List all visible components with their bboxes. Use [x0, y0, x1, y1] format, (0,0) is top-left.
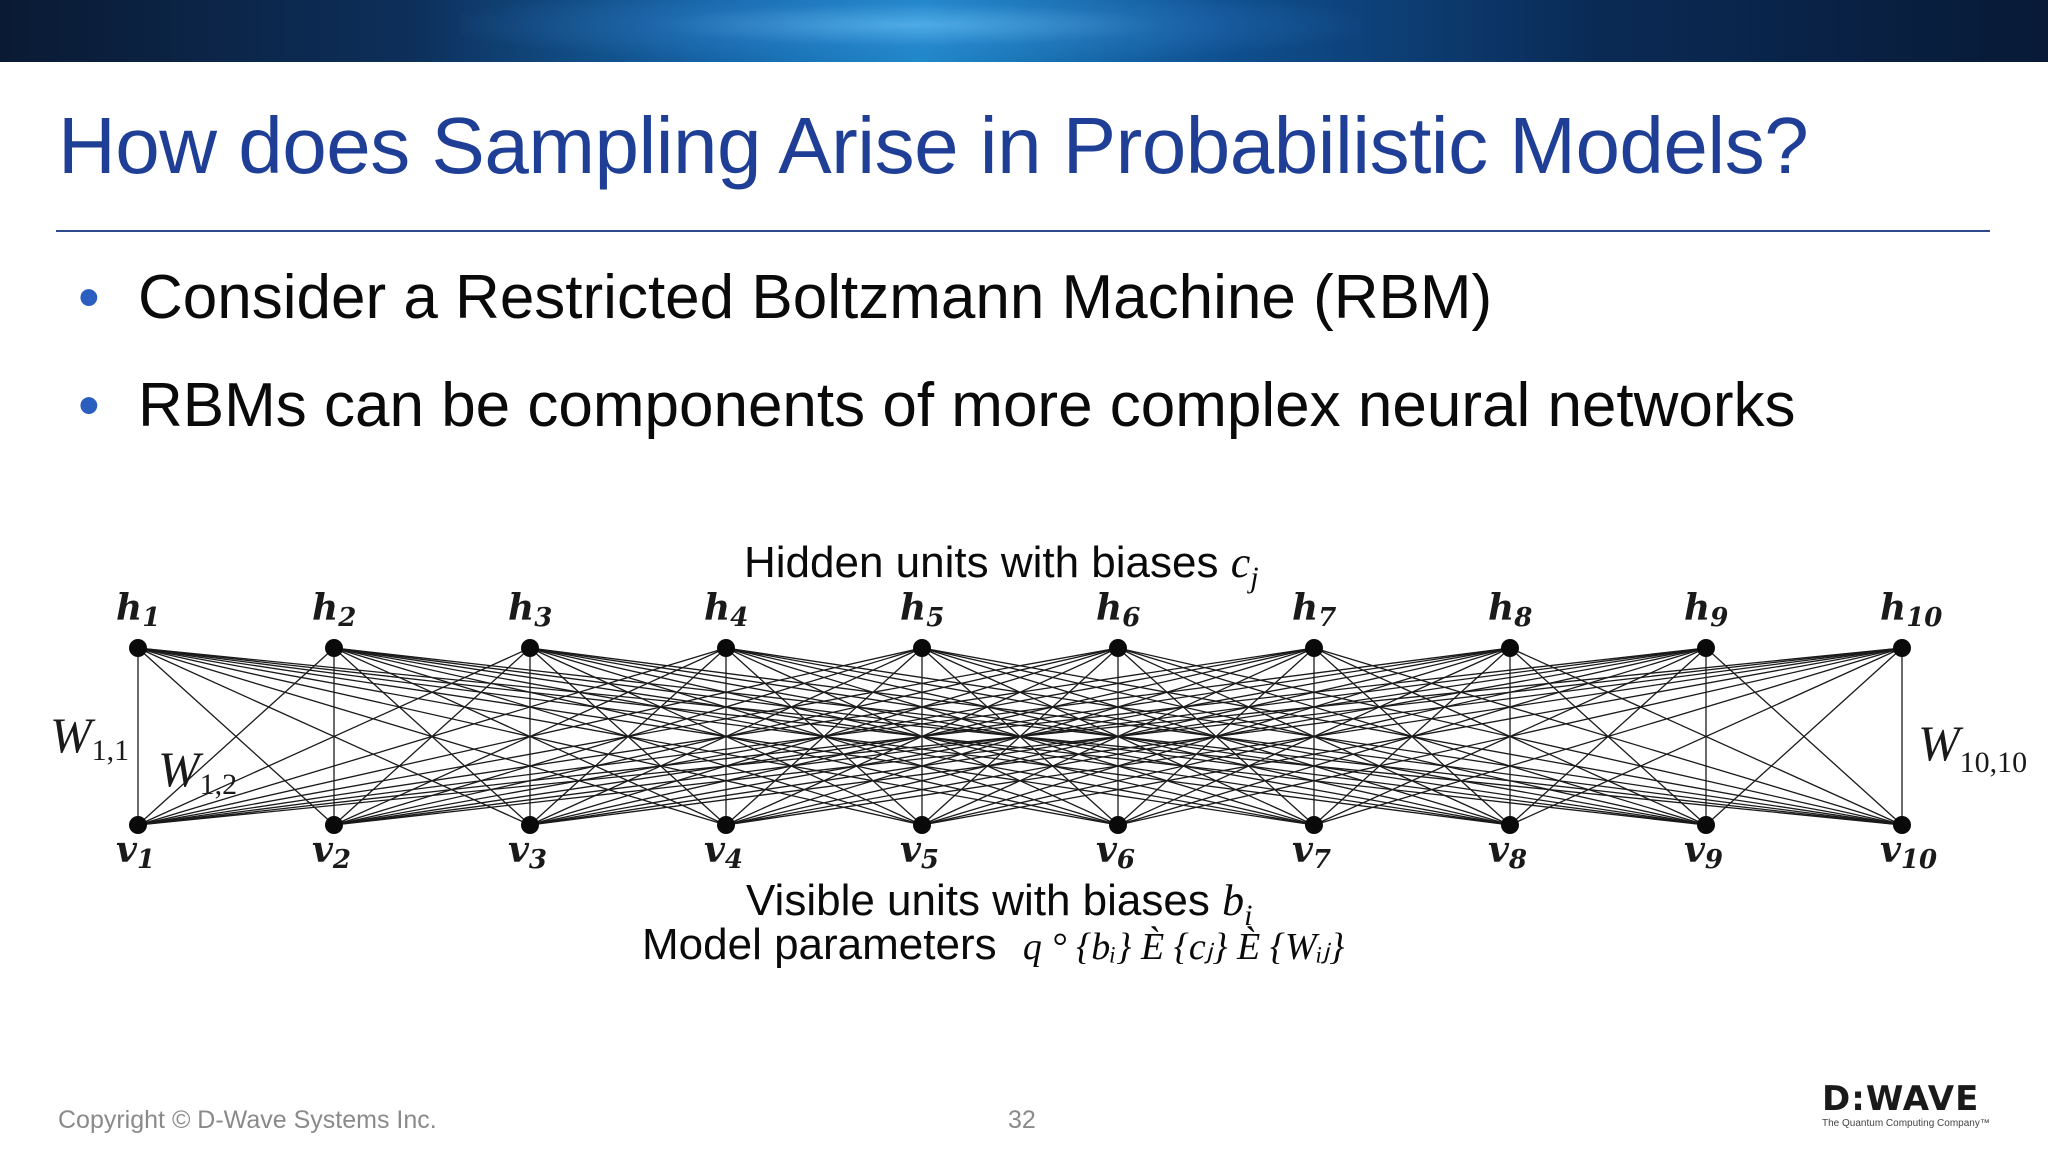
hidden-node-9	[1697, 639, 1715, 657]
hidden-units-caption: Hidden units with biases cj	[744, 537, 1259, 595]
hidden-bias-symbol: cj	[1230, 538, 1259, 594]
hidden-caption-text: Hidden units with biases	[744, 538, 1219, 587]
weight-label-w11: W1,1	[50, 707, 129, 767]
hidden-node-2	[325, 639, 343, 657]
visible-label-7: v7	[1292, 829, 1331, 875]
weight-label-w12: W1,2	[158, 741, 237, 801]
hidden-label-7: h7	[1292, 587, 1336, 633]
visible-label-2: v2	[312, 829, 351, 875]
edge-h10-v7	[1313, 647, 1903, 826]
bullet-item-2: • RBMs can be components of more complex …	[78, 370, 1796, 441]
hidden-label-4: h4	[704, 587, 748, 633]
visible-node-7	[1305, 816, 1323, 834]
hidden-node-1	[129, 639, 147, 657]
visible-units-caption: Visible units with biases bi	[746, 875, 1252, 933]
visible-label-10: v10	[1880, 829, 1937, 875]
hidden-label-8: h8	[1488, 587, 1532, 633]
visible-node-9	[1697, 816, 1715, 834]
hidden-node-5	[913, 639, 931, 657]
hidden-label-1: h1	[116, 587, 160, 633]
edge-h10-v9	[1705, 647, 1903, 826]
edge-h10-v4	[725, 647, 1903, 826]
hidden-node-10	[1893, 639, 1911, 657]
visible-node-10	[1893, 816, 1911, 834]
edge-h10-v2	[333, 647, 1903, 826]
visible-label-4: v4	[704, 829, 743, 875]
edge-h6-v1	[137, 647, 1119, 826]
visible-label-5: v5	[900, 829, 939, 875]
params-formula: q ° {bᵢ} È {cⱼ} È {Wᵢⱼ}	[1022, 926, 1345, 968]
weight-label-w1010: W10,10	[1918, 715, 2027, 779]
dwave-logo: D:WAVE The Quantum Computing Company™	[1822, 1082, 2002, 1132]
hidden-label-6: h6	[1096, 587, 1140, 633]
slide-title: How does Sampling Arise in Probabilistic…	[58, 101, 1809, 190]
hidden-node-4	[717, 639, 735, 657]
visible-node-1	[129, 816, 147, 834]
bullet-text-2: RBMs can be components of more complex n…	[138, 371, 1796, 440]
visible-label-8: v8	[1488, 829, 1527, 875]
visible-label-1: v1	[116, 829, 155, 875]
edge-h3-v1	[137, 647, 531, 826]
model-parameters-caption: Model parameters q ° {bᵢ} È {cⱼ} È {Wᵢⱼ}	[642, 920, 1344, 970]
visible-node-3	[521, 816, 539, 834]
hidden-label-3: h3	[508, 587, 552, 633]
top-banner	[0, 0, 2048, 62]
footer-copyright: Copyright © D-Wave Systems Inc.	[58, 1106, 437, 1134]
edge-h7-v1	[137, 647, 1315, 826]
hidden-label-10: h10	[1880, 587, 1942, 633]
bullet-dot-icon: •	[78, 371, 100, 440]
hidden-node-8	[1501, 639, 1519, 657]
edge-h2-v1	[137, 647, 335, 826]
edge-h5-v1	[137, 647, 923, 826]
hidden-node-3	[521, 639, 539, 657]
visible-labels: v1 v2 v3 v4 v5 v6 v7 v8 v9 v10	[116, 829, 1937, 875]
hidden-node-6	[1109, 639, 1127, 657]
edge-h10-v8	[1509, 647, 1903, 826]
title-divider	[56, 230, 1990, 232]
bullet-dot-icon: •	[78, 263, 100, 332]
hidden-nodes	[129, 639, 1911, 657]
edge-h10-v3	[529, 647, 1903, 826]
visible-label-6: v6	[1096, 829, 1135, 875]
edge-h4-v1	[137, 647, 727, 826]
hidden-labels: h1 h2 h3 h4 h5 h6 h7 h8 h9 h10	[116, 587, 1942, 633]
page-number: 32	[1008, 1106, 1036, 1134]
edge-h10-v5	[921, 647, 1903, 826]
edge-h10-v6	[1117, 647, 1903, 826]
visible-bias-symbol: bi	[1222, 876, 1253, 932]
visible-label-3: v3	[508, 829, 547, 875]
visible-nodes	[129, 816, 1911, 834]
visible-label-9: v9	[1684, 829, 1723, 875]
banner-glow	[460, 0, 1360, 62]
edge-h8-v1	[137, 647, 1511, 826]
hidden-label-9: h9	[1684, 587, 1728, 633]
visible-node-4	[717, 816, 735, 834]
visible-node-8	[1501, 816, 1519, 834]
hidden-label-2: h2	[312, 587, 356, 633]
bullet-text-1: Consider a Restricted Boltzmann Machine …	[138, 263, 1493, 332]
edge-h10-v1	[137, 647, 1903, 826]
visible-caption-text: Visible units with biases	[746, 876, 1210, 925]
visible-node-5	[913, 816, 931, 834]
visible-node-6	[1109, 816, 1127, 834]
bullet-item-1: • Consider a Restricted Boltzmann Machine…	[78, 262, 1492, 333]
edge-h9-v1	[137, 647, 1707, 826]
hidden-label-5: h5	[900, 587, 944, 633]
visible-node-2	[325, 816, 343, 834]
params-caption-text: Model parameters	[642, 920, 997, 969]
hidden-node-7	[1305, 639, 1323, 657]
logo-tagline: The Quantum Computing Company™	[1822, 1118, 1990, 1129]
rbm-edges	[137, 647, 1903, 826]
logo-wordmark: D:WAVE	[1822, 1079, 1980, 1119]
